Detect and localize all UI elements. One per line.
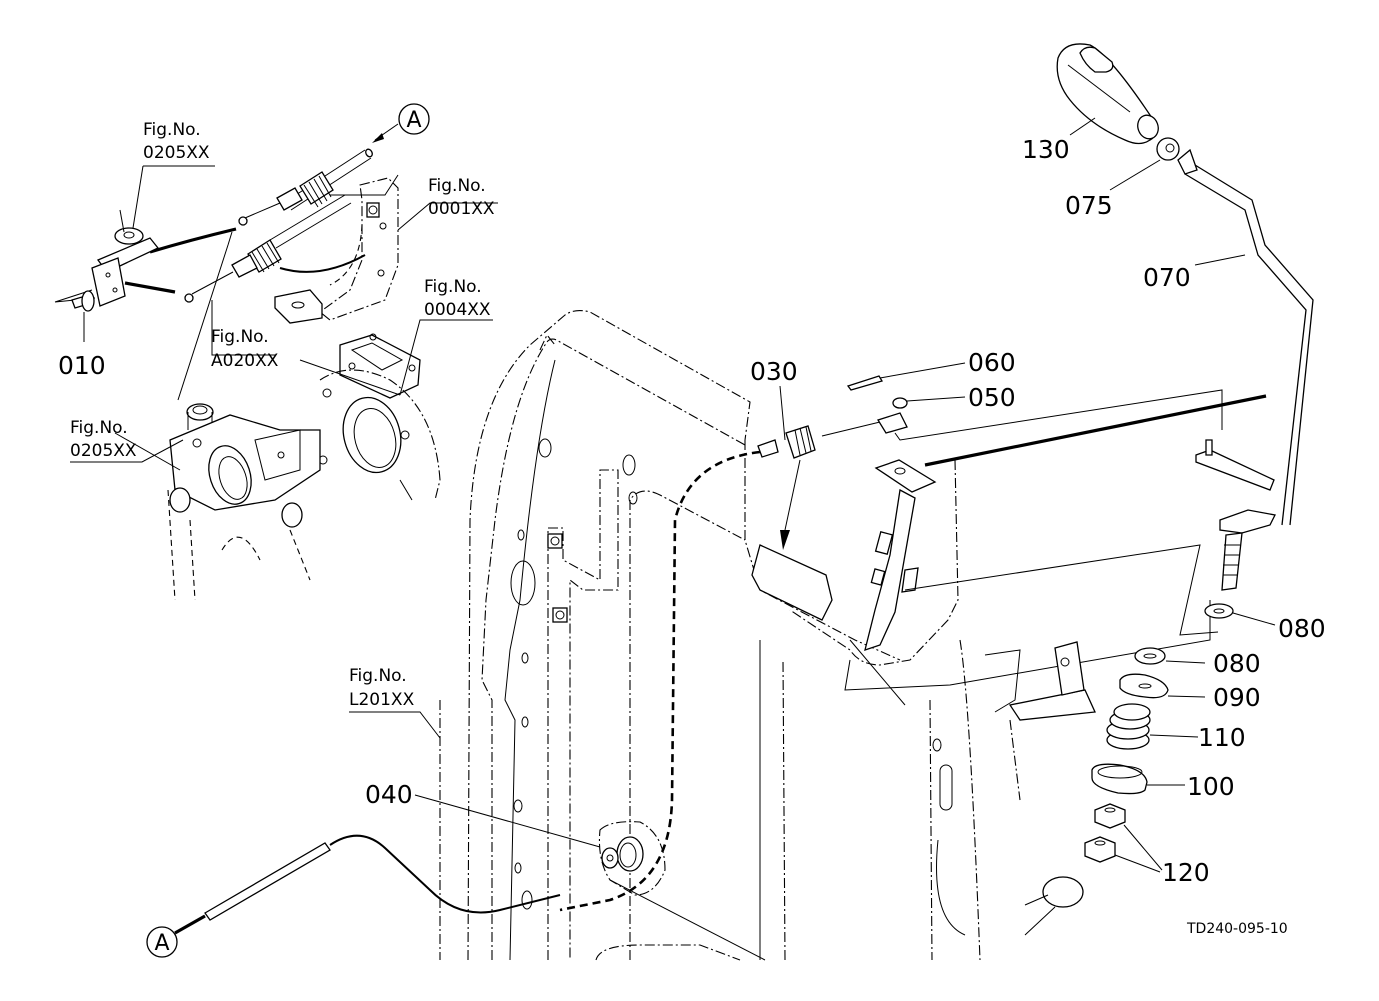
reference-marker-label: A — [406, 108, 421, 133]
part-number-080-upper: 080 — [1278, 614, 1326, 643]
fig-ref-0004xx: Fig.No. 0004XX — [424, 277, 491, 320]
part-number-100: 100 — [1187, 772, 1235, 801]
fig-ref-title: Fig.No. — [428, 176, 486, 196]
cable-to-a-bottom — [174, 834, 561, 935]
fig-ref-title: Fig.No. — [424, 277, 482, 297]
fig-ref-number: 0004XX — [424, 300, 491, 320]
fig-ref-title: Fig.No. — [70, 418, 128, 438]
part-070-lever — [1177, 148, 1314, 591]
fig-ref-number: 0205XX — [143, 143, 210, 163]
governor-lever — [54, 209, 160, 307]
part-080-washer-upper — [1204, 603, 1276, 626]
lower-cable — [124, 174, 399, 356]
fig-ref-number: L201XX — [349, 690, 415, 710]
part-number-075: 075 — [1065, 191, 1113, 220]
part-075-nut — [1109, 137, 1180, 191]
part-number-110: 110 — [1198, 723, 1246, 752]
part-030-cable — [757, 385, 1223, 550]
part-100-collar — [1091, 763, 1185, 795]
fig-ref-number: 0205XX — [70, 441, 137, 461]
fig-ref-l201xx: Fig.No. L201XX — [349, 666, 441, 739]
fig-ref-number: A020XX — [211, 351, 279, 371]
lever-bracket — [751, 394, 1267, 706]
part-number-030: 030 — [750, 357, 798, 386]
part-120-nut — [1084, 803, 1163, 873]
part-number-090: 090 — [1213, 683, 1261, 712]
part-010-knob — [71, 290, 95, 342]
reference-marker-label: A — [154, 931, 169, 956]
fig-ref-0205xx-lower: Fig.No. 0205XX — [70, 418, 137, 461]
fig-ref-title: Fig.No. — [143, 120, 201, 140]
bracket-0001xx — [274, 177, 498, 324]
right-side-bracket — [929, 639, 1096, 961]
fig-ref-0205xx-top: Fig.No. 0205XX — [132, 120, 215, 229]
side-panel — [439, 309, 901, 961]
drawing-code: TD240-095-10 — [1186, 921, 1288, 937]
part-090-plate — [1119, 673, 1206, 699]
part-number-130: 130 — [1022, 135, 1070, 164]
fig-ref-a020xx: Fig.No. A020XX — [211, 327, 279, 371]
housing-0004xx — [299, 319, 493, 501]
reference-marker-top: A — [372, 103, 430, 143]
part-060-pin — [846, 362, 966, 391]
arrow-head — [780, 530, 790, 550]
governor-assembly-group — [54, 148, 498, 601]
part-130-grip — [1056, 43, 1159, 145]
part-040-grommet — [414, 794, 766, 961]
fig-ref-title: Fig.No. — [211, 327, 269, 347]
fig-ref-title: Fig.No. — [349, 666, 407, 686]
part-number-070: 070 — [1143, 263, 1191, 292]
part-110-spring — [1106, 703, 1199, 750]
part-number-120: 120 — [1162, 858, 1210, 887]
fig-ref-0001xx: Fig.No. 0001XX — [428, 176, 495, 219]
part-050-washer — [892, 396, 966, 409]
governor-housing — [70, 231, 413, 601]
part-number-050: 050 — [968, 383, 1016, 412]
upper-cable — [149, 148, 373, 254]
part-number-080-lower: 080 — [1213, 649, 1261, 678]
reference-marker-bottom: A — [146, 926, 178, 958]
part-080-washer-lower — [1134, 647, 1206, 665]
part-number-060: 060 — [968, 348, 1016, 377]
part-number-010: 010 — [58, 351, 106, 380]
fig-ref-number: 0001XX — [428, 199, 495, 219]
part-number-040: 040 — [365, 780, 413, 809]
